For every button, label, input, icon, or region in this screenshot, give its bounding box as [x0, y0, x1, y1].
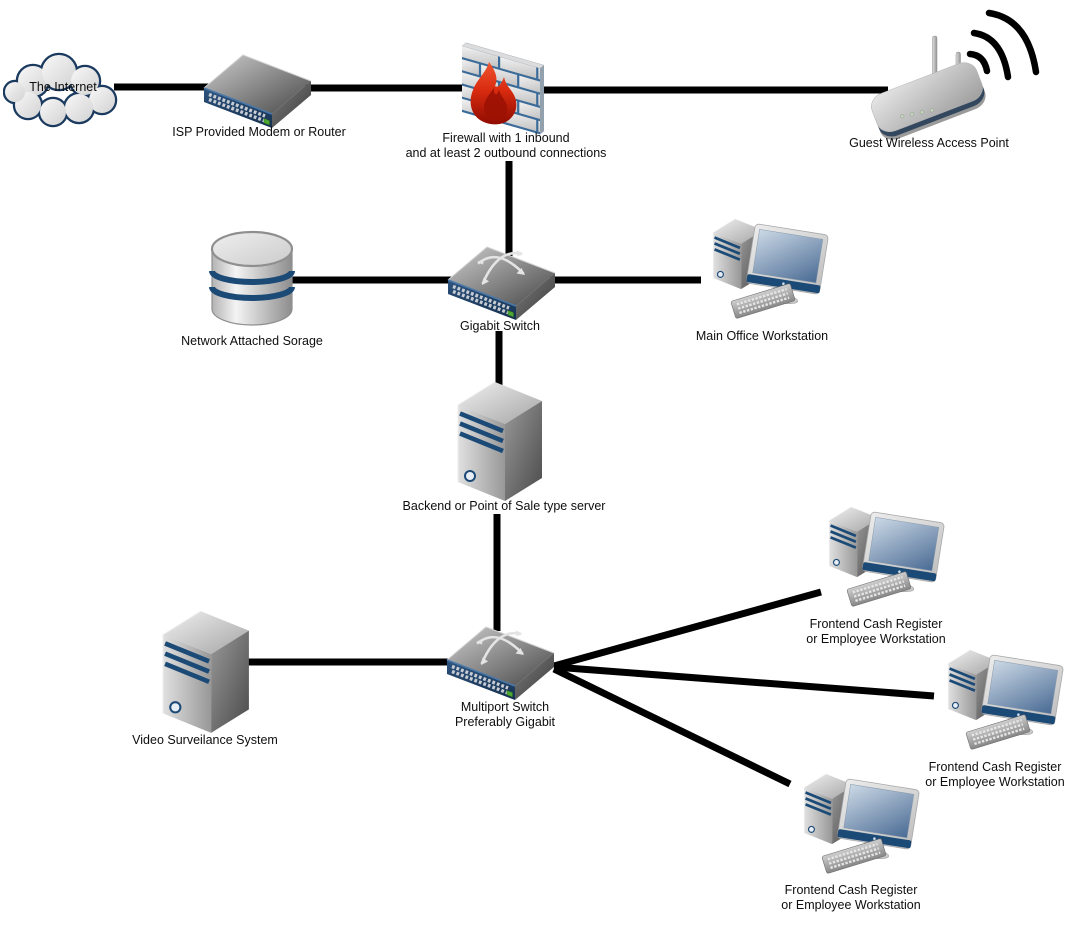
- server-tower-icon: [161, 606, 253, 735]
- register-2-label-line1: Frontend Cash Register: [928, 760, 1062, 774]
- workstation-icon: [806, 500, 948, 618]
- register-1-label: Frontend Cash Register or Employee Works…: [806, 617, 945, 647]
- firewall-label-line1: Firewall with 1 inbound: [442, 131, 570, 145]
- register-2-label: Frontend Cash Register or Employee Works…: [925, 760, 1064, 790]
- node-register-2: [925, 643, 1067, 766]
- register-3-label: Frontend Cash Register or Employee Works…: [781, 883, 920, 913]
- node-backend-server: [456, 377, 546, 508]
- firewall-icon: [456, 42, 548, 138]
- multiport-switch-label: Multiport Switch Preferably Gigabit: [455, 700, 555, 730]
- node-video-surveillance: [161, 606, 253, 740]
- register-1-label-line1: Frontend Cash Register: [809, 617, 943, 631]
- gigabit-switch-label: Gigabit Switch: [460, 319, 540, 333]
- node-register-1: [806, 500, 948, 623]
- node-register-3: [781, 767, 923, 890]
- register-2-label-line2: or Employee Workstation: [925, 775, 1065, 789]
- multiport-switch-label-line1: Multiport Switch: [460, 700, 550, 714]
- node-multiport-switch: [444, 623, 556, 708]
- node-access-point: [868, 8, 1048, 145]
- nas-label: Network Attached Sorage: [181, 334, 323, 348]
- node-firewall: [456, 42, 548, 143]
- switch-icon: [445, 243, 557, 323]
- nas-cylinder-icon: [207, 229, 297, 331]
- internet-label: The Internet: [29, 80, 97, 94]
- workstation-icon: [690, 212, 832, 330]
- register-3-label-line1: Frontend Cash Register: [784, 883, 918, 897]
- multiport-switch-label-line2: Preferably Gigabit: [454, 715, 556, 729]
- modem-label: ISP Provided Modem or Router: [172, 125, 346, 139]
- node-main-workstation: [690, 212, 832, 335]
- register-1-label-line2: or Employee Workstation: [806, 632, 946, 646]
- main-workstation-label: Main Office Workstation: [695, 329, 829, 343]
- edge-multiport-switch-register-2: [553, 663, 935, 700]
- register-3-label-line2: or Employee Workstation: [781, 898, 921, 912]
- video-surveillance-label: Video Surveilance System: [132, 733, 278, 747]
- edge-multiport-switch-register-3: [552, 665, 792, 788]
- node-gigabit-switch: [445, 243, 557, 328]
- wireless-access-point-icon: [868, 8, 1048, 140]
- firewall-label: Firewall with 1 inbound and at least 2 o…: [406, 131, 607, 161]
- edge-multiport-switch-register-1: [553, 588, 822, 670]
- workstation-icon: [925, 643, 1067, 761]
- firewall-label-line2: and at least 2 outbound connections: [405, 146, 607, 160]
- server-tower-icon: [456, 377, 546, 503]
- modem-router-icon: [201, 51, 313, 131]
- node-modem: [201, 51, 313, 136]
- node-nas: [207, 229, 297, 336]
- switch-icon: [444, 623, 556, 703]
- access-point-label: Guest Wireless Access Point: [849, 136, 1009, 150]
- backend-server-label: Backend or Point of Sale type server: [402, 499, 606, 513]
- workstation-icon: [781, 767, 923, 885]
